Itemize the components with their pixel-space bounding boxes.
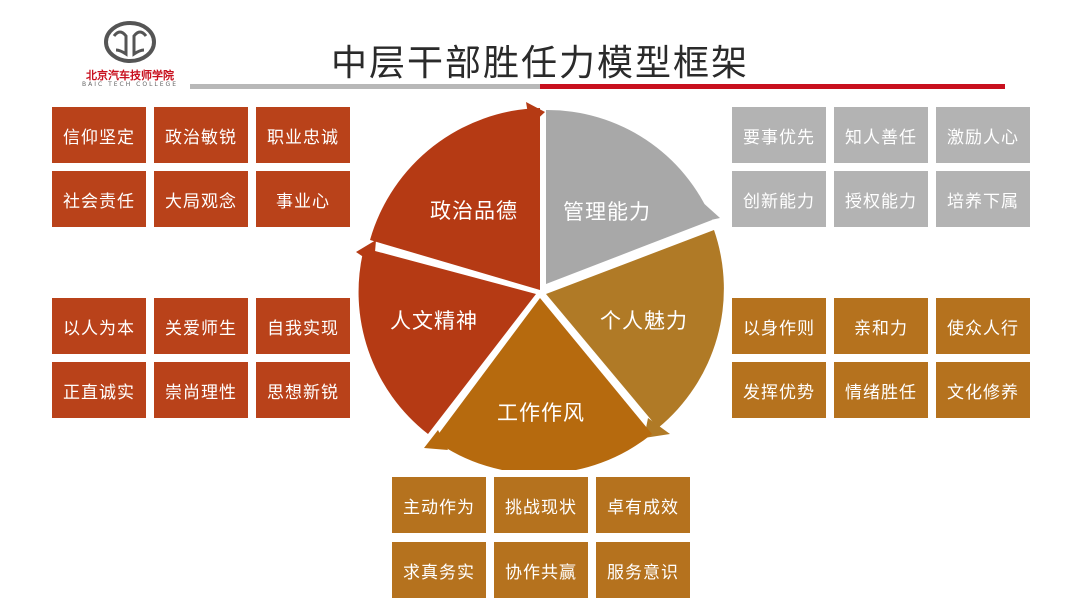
arrow-humanity bbox=[356, 240, 376, 264]
competency-box: 信仰坚定 bbox=[52, 107, 146, 163]
competency-box: 关爱师生 bbox=[154, 298, 248, 354]
competency-box: 使众人行 bbox=[936, 298, 1030, 354]
competency-box: 挑战现状 bbox=[494, 477, 588, 533]
competency-box: 情绪胜任 bbox=[834, 362, 928, 418]
competency-box: 求真务实 bbox=[392, 542, 486, 598]
competency-box: 文化修养 bbox=[936, 362, 1030, 418]
segment-label-workstyle: 工作作风 bbox=[497, 401, 585, 425]
competency-box: 知人善任 bbox=[834, 107, 928, 163]
competency-box: 要事优先 bbox=[732, 107, 826, 163]
page-title: 中层干部胜任力模型框架 bbox=[330, 43, 749, 84]
competency-box: 培养下属 bbox=[936, 171, 1030, 227]
competency-box: 授权能力 bbox=[834, 171, 928, 227]
competency-box: 思想新锐 bbox=[256, 362, 350, 418]
competency-box: 政治敏锐 bbox=[154, 107, 248, 163]
competency-box: 职业忠诚 bbox=[256, 107, 350, 163]
title-underline-red bbox=[540, 84, 1005, 89]
segment-humanity bbox=[358, 248, 536, 434]
competency-box: 主动作为 bbox=[392, 477, 486, 533]
competency-box: 协作共赢 bbox=[494, 542, 588, 598]
competency-box: 大局观念 bbox=[154, 171, 248, 227]
segment-management bbox=[546, 109, 712, 284]
competency-box: 以人为本 bbox=[52, 298, 146, 354]
competency-box: 卓有成效 bbox=[596, 477, 690, 533]
segment-charisma bbox=[546, 230, 724, 428]
segment-workstyle bbox=[434, 298, 652, 470]
competency-box: 正直诚实 bbox=[52, 362, 146, 418]
segment-label-charisma: 个人魅力 bbox=[600, 309, 688, 333]
competency-box: 激励人心 bbox=[936, 107, 1030, 163]
competency-box: 亲和力 bbox=[834, 298, 928, 354]
competency-wheel bbox=[356, 102, 724, 470]
title-underline-gray bbox=[190, 84, 540, 89]
arrow-political bbox=[526, 102, 545, 126]
competency-box: 创新能力 bbox=[732, 171, 826, 227]
logo-emblem-icon bbox=[104, 21, 156, 63]
arrow-workstyle bbox=[424, 430, 448, 450]
college-logo: 北京汽车技师学院 BAIC TECH COLLEGE bbox=[70, 20, 190, 90]
arrow-management bbox=[692, 200, 720, 224]
competency-box: 崇尚理性 bbox=[154, 362, 248, 418]
competency-box: 以身作则 bbox=[732, 298, 826, 354]
segment-political bbox=[370, 108, 540, 290]
segment-label-political: 政治品德 bbox=[430, 199, 518, 223]
competency-box: 事业心 bbox=[256, 171, 350, 227]
segment-label-humanity: 人文精神 bbox=[390, 309, 478, 333]
competency-box: 社会责任 bbox=[52, 171, 146, 227]
competency-box: 自我实现 bbox=[256, 298, 350, 354]
logo-name-cn: 北京汽车技师学院 bbox=[86, 69, 174, 82]
competency-box: 服务意识 bbox=[596, 542, 690, 598]
logo-name-en: BAIC TECH COLLEGE bbox=[82, 81, 178, 88]
segment-label-management: 管理能力 bbox=[563, 200, 651, 224]
competency-box: 发挥优势 bbox=[732, 362, 826, 418]
